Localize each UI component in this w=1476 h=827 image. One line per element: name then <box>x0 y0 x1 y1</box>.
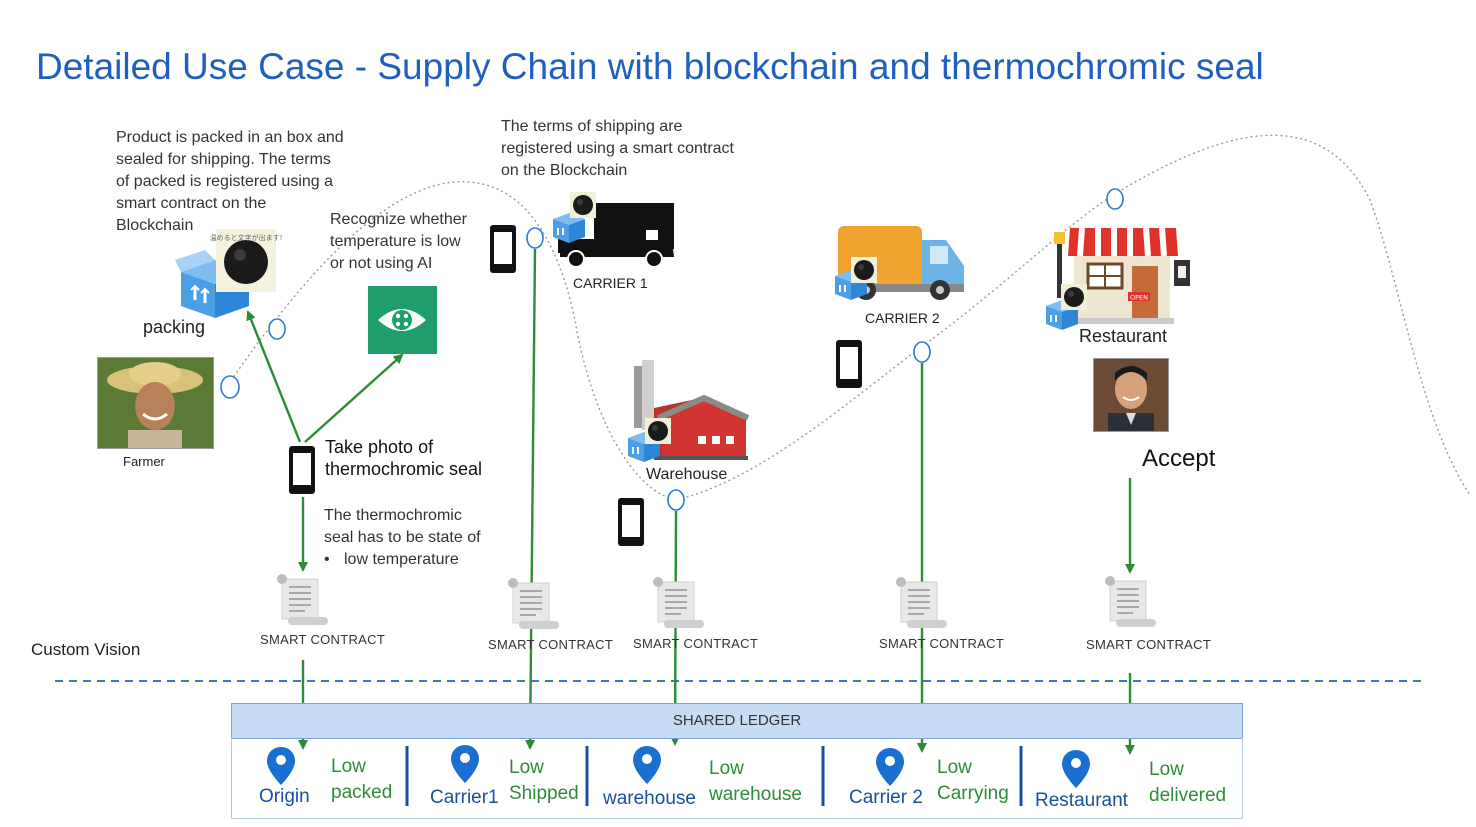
curve-nodes <box>220 188 1124 511</box>
ledger-location-restaurant: Restaurant <box>1035 790 1128 811</box>
ledger-status-carrier2: Low Carrying <box>937 757 1009 804</box>
ledger-status-origin: Low packed <box>331 756 393 803</box>
scroll-icon <box>1104 575 1157 628</box>
seal-icon <box>851 257 877 283</box>
shop-icon: OPEN <box>1054 227 1190 324</box>
ledger-status-warehouse: Low warehouse <box>709 758 802 805</box>
phone-icon <box>836 340 862 388</box>
shipping-note: The terms of shipping are registered usi… <box>501 118 734 179</box>
seal-icon <box>570 192 596 218</box>
smart-contract-label: SMART CONTRACT <box>879 636 1005 651</box>
ledger-dividers <box>405 746 1023 806</box>
seal-icon <box>1061 284 1087 310</box>
journey-curve <box>227 134 1471 501</box>
open-sign: OPEN <box>1130 294 1148 302</box>
truck-icon <box>558 203 674 268</box>
phone-icon <box>490 225 516 273</box>
ledger-location-carrier2: Carrier 2 <box>849 787 923 808</box>
farmer-photo <box>97 357 214 449</box>
shared-ledger-body <box>231 738 1243 819</box>
eye-icon <box>368 286 437 354</box>
accept-label: Accept <box>1142 445 1216 472</box>
carrier1-label: CARRIER 1 <box>573 275 648 291</box>
ledger-location-warehouse: warehouse <box>603 788 696 809</box>
carrier2-label: CARRIER 2 <box>865 310 940 326</box>
farmer-label: Farmer <box>123 454 165 469</box>
smart-contract-label: SMART CONTRACT <box>488 637 614 652</box>
ledger-location-origin: Origin <box>259 786 310 807</box>
ai-note: Recognize whether temperature is low or … <box>330 211 467 272</box>
packing-label: packing <box>143 317 206 337</box>
phone-icon <box>289 446 315 494</box>
ledger-status-restaurant: Low delivered <box>1149 759 1227 806</box>
page-title: Detailed Use Case - Supply Chain with bl… <box>36 46 1264 87</box>
seal-state-bullet: •low temperature <box>324 551 459 568</box>
smart-contract-label: SMART CONTRACT <box>260 632 386 647</box>
photo-note: Take photo of thermochromic seal <box>325 437 483 479</box>
packing-note: Product is packed in an box and sealed f… <box>116 129 344 234</box>
seal-icon <box>645 418 671 444</box>
scroll-icon <box>895 576 948 629</box>
restaurant-owner-photo <box>1093 358 1169 432</box>
restaurant-label: Restaurant <box>1079 326 1168 346</box>
seal-text: 温めると文字が出ます! <box>210 233 283 242</box>
ledger-status-carrier1: Low Shipped <box>509 757 579 804</box>
shared-ledger-header: SHARED LEDGER <box>231 703 1243 739</box>
smart-contract-label: SMART CONTRACT <box>1086 637 1212 652</box>
smart-contract-label: SMART CONTRACT <box>633 636 759 651</box>
warehouse-label: Warehouse <box>646 466 728 483</box>
phone-icon <box>618 498 644 546</box>
scroll-icon <box>652 576 705 629</box>
scroll-icon <box>276 573 329 626</box>
seal-icon: 温めると文字が出ます! <box>210 229 283 292</box>
ledger-location-carrier1: Carrier1 <box>430 787 499 808</box>
seal-state-note: The thermochromic seal has to be state o… <box>324 505 481 571</box>
scroll-icon <box>507 577 560 630</box>
custom-vision-label: Custom Vision <box>31 640 141 659</box>
